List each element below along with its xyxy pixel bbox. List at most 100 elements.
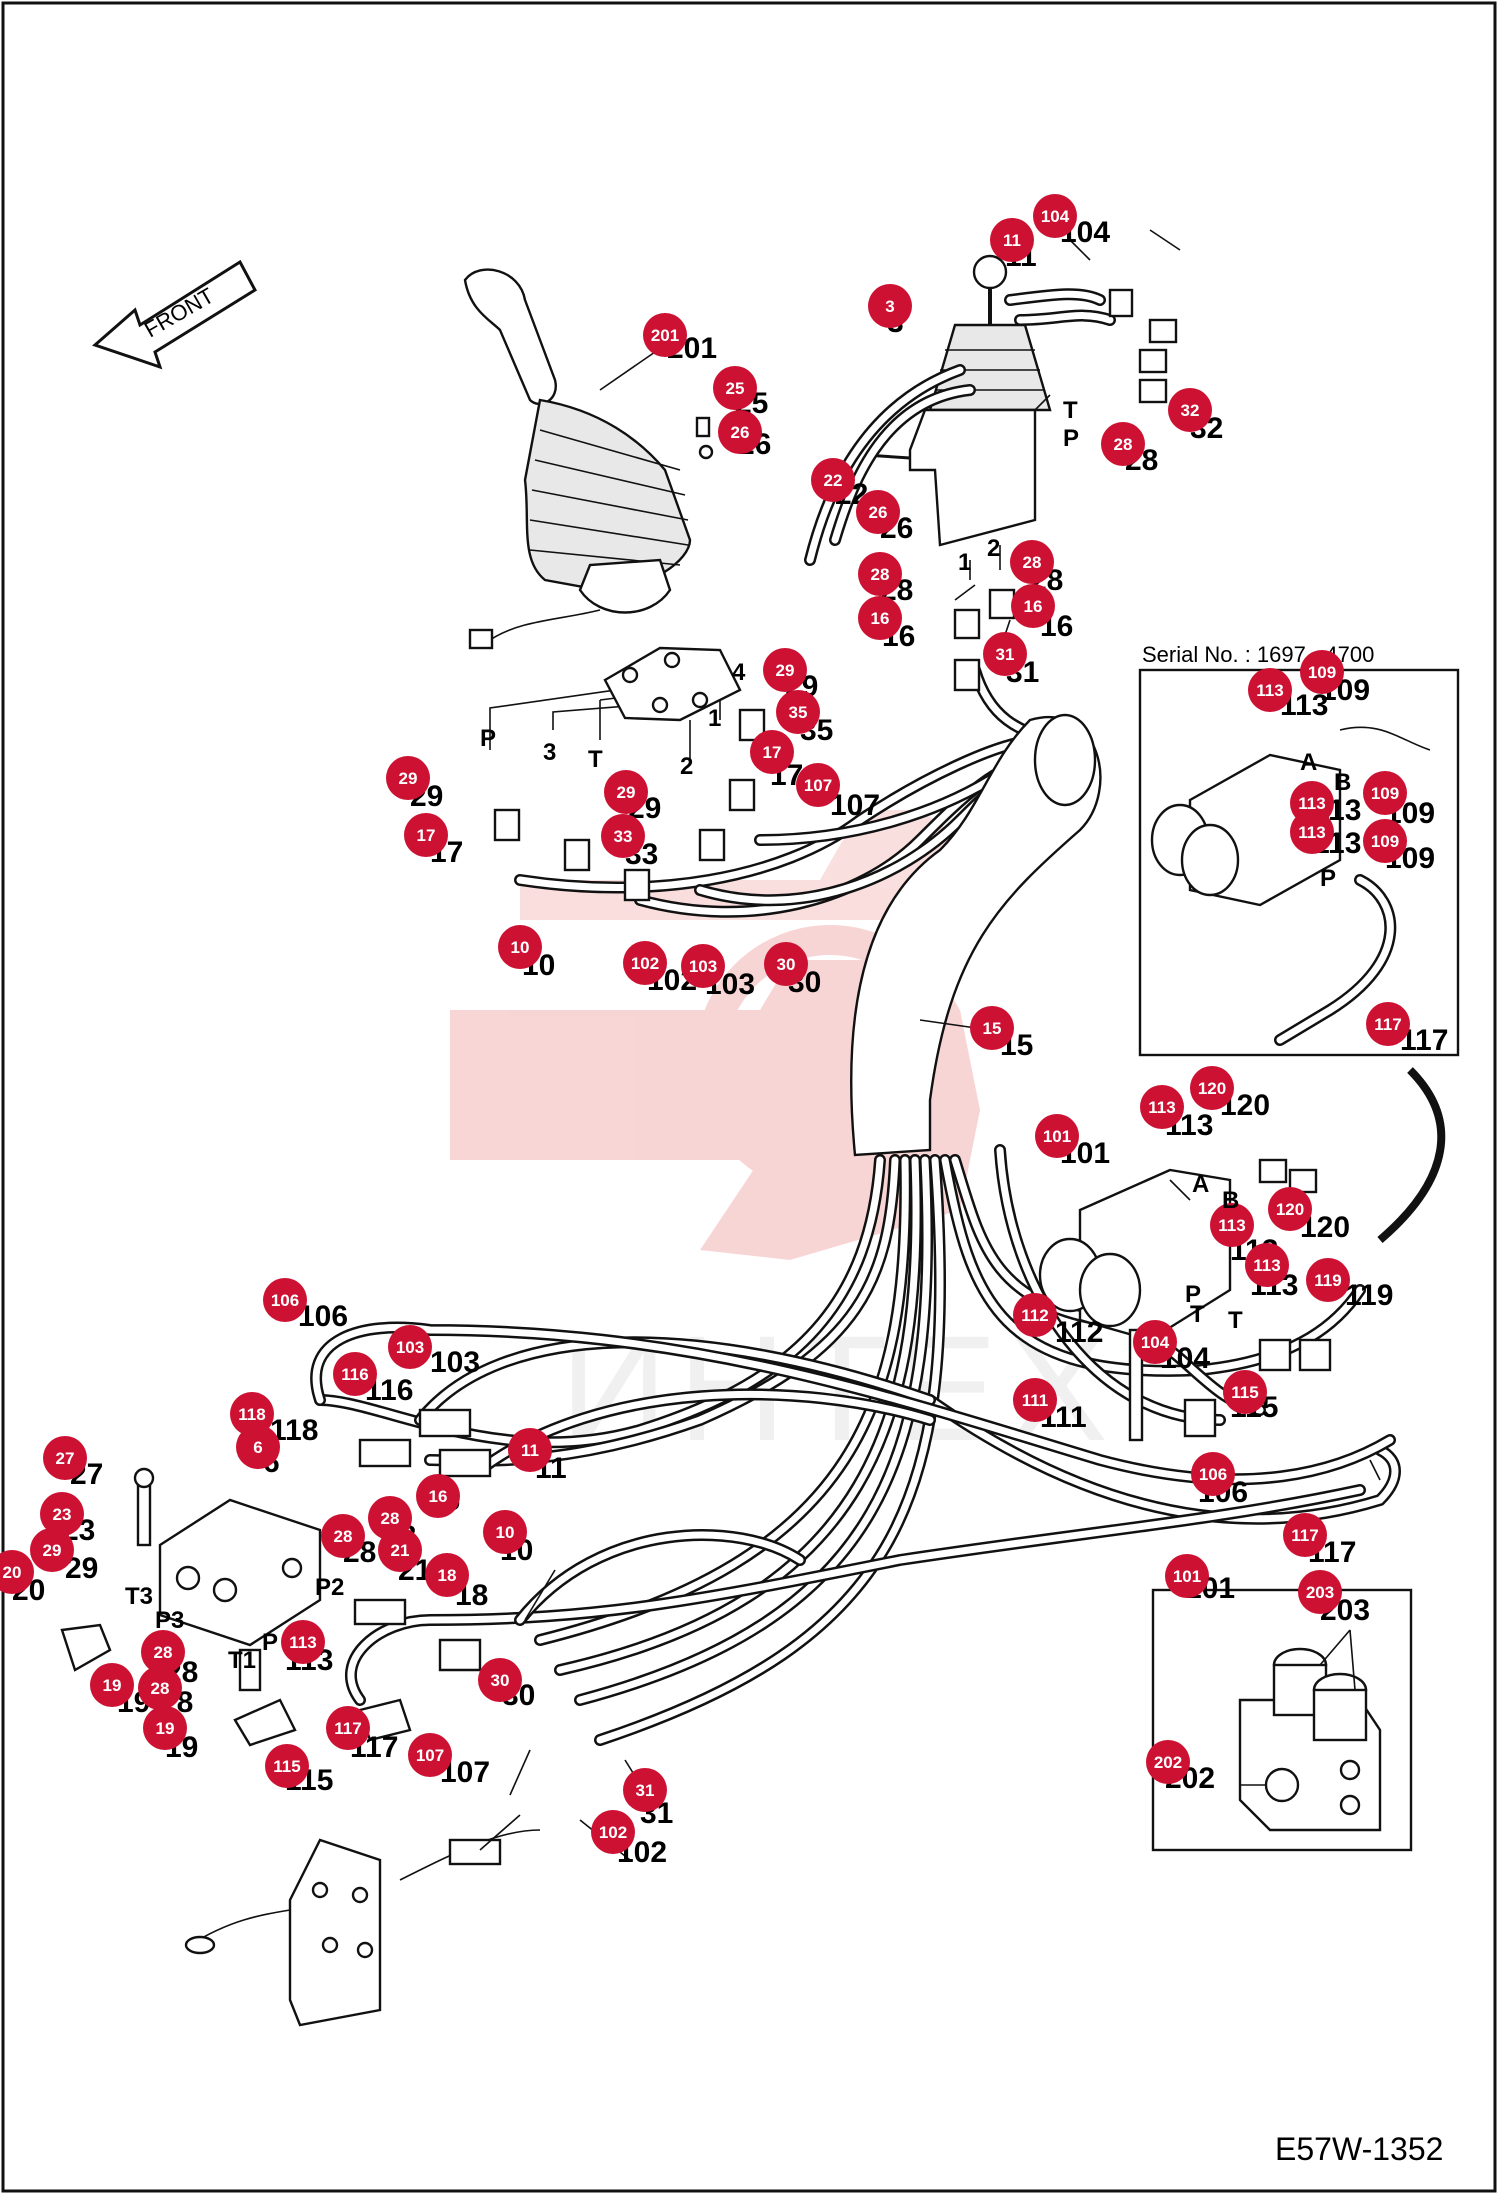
badge-circle (230, 1392, 274, 1436)
part-badge[interactable]: 113 (1245, 1243, 1289, 1287)
part-number-label: 112 (1055, 1316, 1103, 1349)
part-badge[interactable]: 16 (416, 1474, 460, 1518)
badge-circle (643, 313, 687, 357)
part-badge[interactable]: 32 (1168, 388, 1212, 432)
part-badge[interactable]: 103 (388, 1325, 432, 1369)
part-badge[interactable]: 115 (265, 1744, 309, 1788)
part-badge[interactable]: 113 (1210, 1203, 1254, 1247)
part-badge[interactable]: 29 (386, 756, 430, 800)
part-badge[interactable]: 118 (230, 1392, 274, 1436)
part-badge[interactable]: 31 (983, 632, 1027, 676)
part-badge[interactable]: 28 (141, 1630, 185, 1674)
part-badge[interactable]: 21 (378, 1528, 422, 1572)
part-badge[interactable]: 111 (1013, 1378, 1057, 1422)
part-badge[interactable]: 3 (868, 284, 912, 328)
part-badge[interactable]: 101 (1165, 1554, 1209, 1598)
part-badge[interactable]: 20 (0, 1550, 34, 1594)
badge-number: 29 (399, 769, 418, 788)
part-badge[interactable]: 113 (1248, 668, 1292, 712)
part-badge[interactable]: 109 (1363, 771, 1407, 815)
part-badge[interactable]: 115 (1223, 1370, 1267, 1414)
badge-circle (1191, 1452, 1235, 1496)
part-badge[interactable]: 11 (990, 218, 1034, 262)
part-badge[interactable]: 30 (764, 942, 808, 986)
port-label: T1 (228, 1647, 256, 1674)
part-badge[interactable]: 116 (333, 1352, 377, 1396)
badge-number: 113 (1298, 823, 1325, 842)
flange-plate-icon (603, 646, 742, 722)
part-badge[interactable]: 113 (1140, 1085, 1184, 1129)
part-badge[interactable]: 26 (856, 490, 900, 534)
part-badge[interactable]: 28 (138, 1666, 182, 1710)
part-badge[interactable]: 103 (681, 944, 725, 988)
part-badge[interactable]: 203 (1298, 1570, 1342, 1614)
badge-number: 113 (1218, 1216, 1245, 1235)
part-badge[interactable]: 10 (483, 1510, 527, 1554)
part-badge[interactable]: 28 (1101, 422, 1145, 466)
part-badge[interactable]: 104 (1133, 1320, 1177, 1364)
part-badge[interactable]: 16 (858, 596, 902, 640)
part-badge[interactable]: 201 (643, 313, 687, 357)
part-badge[interactable]: 106 (263, 1278, 307, 1322)
part-badge[interactable]: 27 (43, 1436, 87, 1480)
part-badge[interactable]: 33 (601, 814, 645, 858)
badge-circle (1101, 422, 1145, 466)
badge-circle (868, 284, 912, 328)
part-badge[interactable]: 104 (1033, 194, 1077, 238)
badge-number: 117 (334, 1719, 361, 1738)
badge-number: 25 (726, 379, 745, 398)
part-badge[interactable]: 29 (763, 648, 807, 692)
badge-number: 20 (3, 1563, 22, 1582)
part-badge[interactable]: 106 (1191, 1452, 1235, 1496)
part-badge[interactable]: 31 (623, 1768, 667, 1812)
part-badge[interactable]: 26 (718, 410, 762, 454)
part-badge[interactable]: 107 (408, 1733, 452, 1777)
badge-number: 19 (103, 1676, 122, 1695)
part-badge[interactable]: 16 (1011, 584, 1055, 628)
part-badge[interactable]: 28 (321, 1514, 365, 1558)
part-badge[interactable]: 22 (811, 458, 855, 502)
part-badge[interactable]: 109 (1363, 819, 1407, 863)
part-badge[interactable]: 109 (1300, 650, 1344, 694)
part-badge[interactable]: 101 (1035, 1114, 1079, 1158)
badge-number: 3 (885, 297, 894, 316)
part-badge[interactable]: 19 (90, 1663, 134, 1707)
badge-circle (1013, 1293, 1057, 1337)
part-badge[interactable]: 35 (776, 690, 820, 734)
part-badge[interactable]: 18 (425, 1553, 469, 1597)
badge-number: 16 (871, 609, 890, 628)
part-badge[interactable]: 113 (1290, 810, 1334, 854)
part-badge[interactable]: 19 (143, 1706, 187, 1750)
part-badge[interactable]: 107 (796, 763, 840, 807)
part-badge[interactable]: 17 (750, 730, 794, 774)
part-badge[interactable]: 102 (623, 941, 667, 985)
part-badge[interactable]: 11 (508, 1428, 552, 1472)
part-badge[interactable]: 25 (713, 366, 757, 410)
badge-circle (498, 925, 542, 969)
part-badge[interactable]: 28 (1010, 540, 1054, 584)
badge-number: 120 (1198, 1079, 1226, 1098)
part-badge[interactable]: 17 (404, 813, 448, 857)
badge-number: 106 (1199, 1465, 1227, 1484)
part-badge[interactable]: 120 (1190, 1066, 1234, 1110)
part-badge[interactable]: 202 (1146, 1740, 1190, 1784)
part-badge[interactable]: 28 (858, 552, 902, 596)
part-badge[interactable]: 117 (1366, 1002, 1410, 1046)
part-badge[interactable]: 23 (40, 1492, 84, 1536)
part-badge[interactable]: 29 (30, 1528, 74, 1572)
part-badge[interactable]: 102 (591, 1810, 635, 1854)
part-badge[interactable]: 30 (478, 1658, 522, 1702)
part-badge[interactable]: 6 (236, 1425, 280, 1469)
part-badge[interactable]: 117 (326, 1706, 370, 1750)
badge-circle (1035, 1114, 1079, 1158)
part-badge[interactable]: 119 (1306, 1258, 1350, 1302)
part-badge[interactable]: 29 (604, 770, 648, 814)
part-badge[interactable]: 112 (1013, 1293, 1057, 1337)
badge-circle (1168, 388, 1212, 432)
part-badge[interactable]: 120 (1268, 1187, 1312, 1231)
part-badge[interactable]: 113 (281, 1620, 325, 1664)
part-badge[interactable]: 10 (498, 925, 542, 969)
badge-number: 28 (151, 1679, 170, 1698)
part-badge[interactable]: 15 (970, 1006, 1014, 1050)
part-badge[interactable]: 117 (1283, 1513, 1327, 1557)
